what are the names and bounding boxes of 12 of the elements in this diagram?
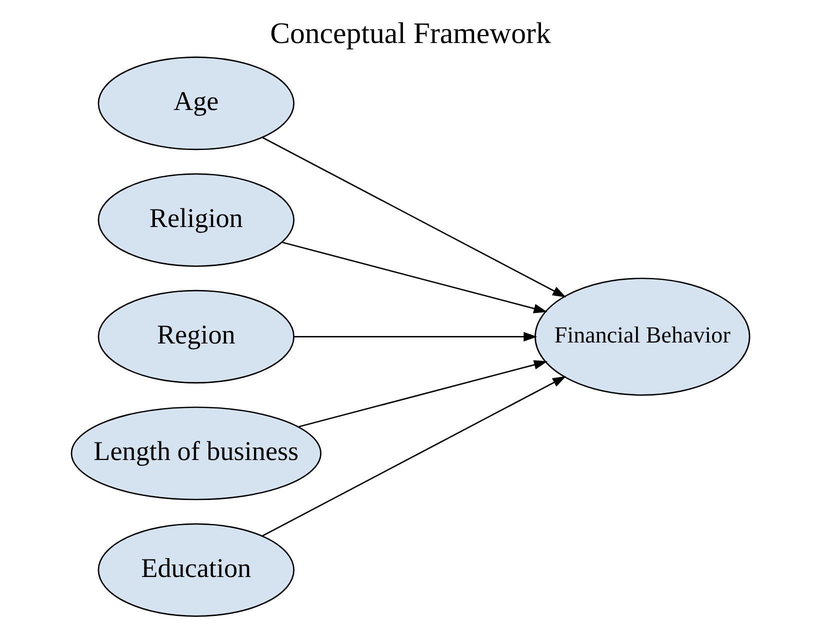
arrow [262,376,566,536]
node-ellipse: Financial Behavior [534,278,750,396]
arrow [298,360,548,428]
node-ellipse: Length of business [70,406,321,500]
node-ellipse: Education [97,523,294,617]
diagram-title: Conceptual Framework [270,17,550,50]
node-ellipse: Religion [97,173,294,267]
arrow [262,136,566,298]
node-ellipse: Age [97,56,294,150]
node-ellipse: Region [97,290,294,384]
arrow [294,332,537,342]
arrow [281,242,547,314]
